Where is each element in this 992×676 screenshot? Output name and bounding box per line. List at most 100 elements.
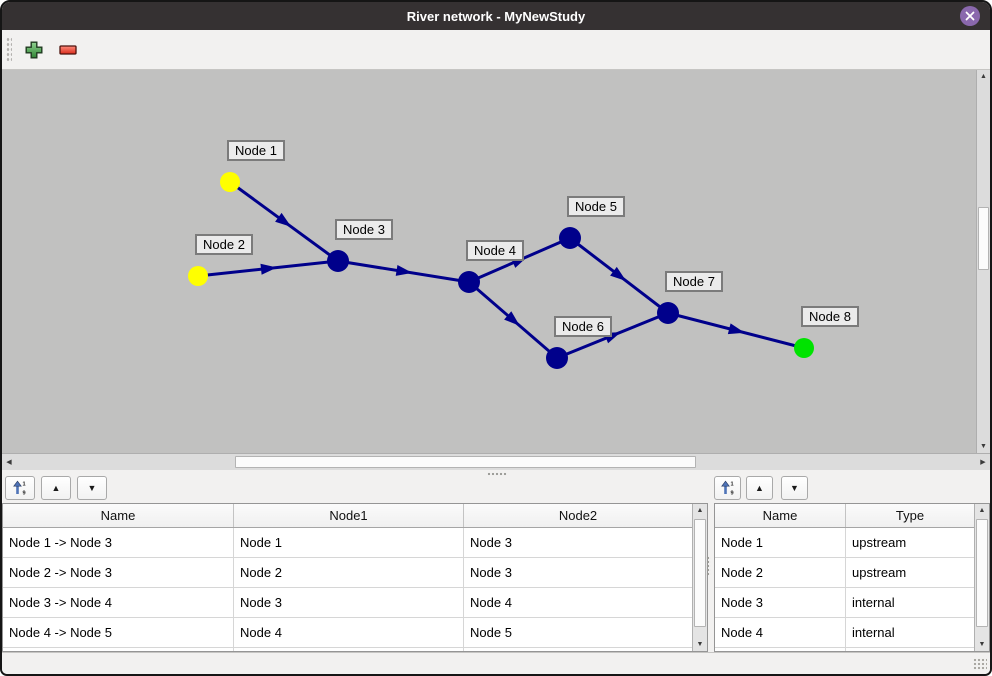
- table-cell[interactable]: Node 3: [470, 535, 512, 550]
- edge-direction-arrow-icon: [610, 266, 627, 281]
- toolbar-drag-handle[interactable]: [6, 36, 12, 63]
- canvas-vertical-scrollbar[interactable]: ▲ ▼: [976, 70, 990, 453]
- network-node[interactable]: [559, 227, 581, 249]
- edge-direction-arrow-icon: [275, 212, 292, 227]
- links-move-up-button[interactable]: ▲: [41, 476, 71, 500]
- edge-direction-arrow-icon: [504, 311, 520, 326]
- network-node[interactable]: [188, 266, 208, 286]
- remove-button[interactable]: [55, 37, 81, 63]
- table-cell[interactable]: Node 3 -> Node 4: [3, 588, 234, 617]
- scroll-down-arrow-icon[interactable]: ▼: [977, 440, 990, 453]
- column-header-name[interactable]: Name: [715, 504, 846, 527]
- links-sort-button[interactable]: 1 9: [5, 476, 35, 500]
- scrollbar-thumb[interactable]: [694, 519, 706, 627]
- node-label[interactable]: Node 2: [195, 234, 253, 255]
- links-table-scrollbar[interactable]: ▲ ▼: [692, 504, 707, 651]
- scroll-down-arrow-icon[interactable]: ▼: [975, 638, 989, 651]
- splitter-handle-icon: [487, 472, 507, 476]
- sort-ascending-icon: 1 9: [720, 480, 733, 496]
- svg-text:1: 1: [23, 482, 26, 488]
- table-cell[interactable]: Node 2: [715, 558, 846, 587]
- table-cell[interactable]: Node 1: [234, 528, 464, 557]
- scroll-left-arrow-icon[interactable]: ◀: [2, 454, 16, 470]
- scrollbar-thumb[interactable]: [976, 519, 988, 627]
- table-row[interactable]: Node 4 internal: [715, 618, 974, 648]
- node-label[interactable]: Node 6: [554, 316, 612, 337]
- table-cell[interactable]: Node 3: [715, 588, 846, 617]
- scroll-up-arrow-icon[interactable]: ▲: [693, 504, 707, 517]
- svg-text:9: 9: [23, 491, 26, 496]
- resize-grip-icon[interactable]: [973, 658, 987, 671]
- column-header-type[interactable]: Type: [895, 508, 925, 523]
- scroll-right-arrow-icon[interactable]: ▶: [976, 454, 990, 470]
- scroll-up-arrow-icon[interactable]: ▲: [975, 504, 989, 517]
- network-canvas[interactable]: Node 1 Node 2 Node 3 Node 4 Node 5 Node 6 Node…: [2, 70, 976, 453]
- table-cell[interactable]: Node 4 -> Node 5: [3, 618, 234, 647]
- table-cell[interactable]: Node 3: [470, 565, 512, 580]
- table-cell[interactable]: upstream: [852, 535, 907, 550]
- network-node[interactable]: [327, 250, 349, 272]
- node-label[interactable]: Node 3: [335, 219, 393, 240]
- scrollbar-thumb[interactable]: [235, 456, 696, 468]
- network-node[interactable]: [458, 271, 480, 293]
- scrollbar-thumb[interactable]: [978, 207, 989, 270]
- network-node[interactable]: [546, 347, 568, 369]
- network-node[interactable]: [794, 338, 814, 358]
- close-button[interactable]: [960, 6, 980, 26]
- table-row-partial: [715, 648, 974, 651]
- table-cell[interactable]: internal: [852, 625, 895, 640]
- svg-text:9: 9: [730, 491, 733, 496]
- titlebar[interactable]: River network - MyNewStudy: [2, 2, 990, 30]
- table-cell[interactable]: Node 2: [234, 558, 464, 587]
- up-triangle-icon: ▲: [51, 483, 61, 493]
- table-row[interactable]: Node 1 upstream: [715, 528, 974, 558]
- down-triangle-icon: ▼: [790, 483, 799, 493]
- nodes-table-scrollbar[interactable]: ▲ ▼: [974, 504, 989, 651]
- table-row[interactable]: Node 3 internal: [715, 588, 974, 618]
- table-cell[interactable]: internal: [852, 595, 895, 610]
- nodes-move-up-button[interactable]: ▲: [746, 476, 773, 500]
- node-label[interactable]: Node 4: [466, 240, 524, 261]
- edge-direction-arrow-icon: [260, 263, 277, 275]
- canvas-horizontal-scrollbar[interactable]: ◀ ▶: [2, 453, 990, 470]
- node-label[interactable]: Node 1: [227, 140, 285, 161]
- horizontal-splitter[interactable]: [2, 470, 990, 477]
- main-toolbar: [2, 30, 990, 70]
- add-button[interactable]: [21, 37, 47, 63]
- red-minus-icon: [59, 44, 77, 55]
- table-cell[interactable]: Node 4: [234, 618, 464, 647]
- table-cell[interactable]: Node 5: [470, 625, 512, 640]
- scroll-up-arrow-icon[interactable]: ▲: [977, 70, 990, 83]
- table-cell[interactable]: Node 1: [715, 528, 846, 557]
- scroll-down-arrow-icon[interactable]: ▼: [693, 638, 707, 651]
- network-node[interactable]: [657, 302, 679, 324]
- nodes-move-down-button[interactable]: ▼: [781, 476, 808, 500]
- column-header-node2[interactable]: Node2: [558, 508, 598, 523]
- nodes-sort-button[interactable]: 1 9: [714, 476, 741, 500]
- table-row[interactable]: Node 2 upstream: [715, 558, 974, 588]
- links-move-down-button[interactable]: ▼: [77, 476, 107, 500]
- column-header-name[interactable]: Name: [3, 504, 234, 527]
- table-cell[interactable]: Node 2 -> Node 3: [3, 558, 234, 587]
- node-label[interactable]: Node 7: [665, 271, 723, 292]
- table-cell[interactable]: Node 1 -> Node 3: [3, 528, 234, 557]
- network-node[interactable]: [220, 172, 240, 192]
- table-cell[interactable]: Node 3: [234, 588, 464, 617]
- table-cell[interactable]: Node 4: [715, 618, 846, 647]
- table-cell[interactable]: Node 4: [470, 595, 512, 610]
- window-title: River network - MyNewStudy: [406, 8, 586, 24]
- table-cell[interactable]: upstream: [852, 565, 907, 580]
- column-header-node1[interactable]: Node1: [234, 504, 464, 527]
- node-label[interactable]: Node 5: [567, 196, 625, 217]
- node-label[interactable]: Node 8: [801, 306, 859, 327]
- vertical-splitter[interactable]: [706, 556, 711, 576]
